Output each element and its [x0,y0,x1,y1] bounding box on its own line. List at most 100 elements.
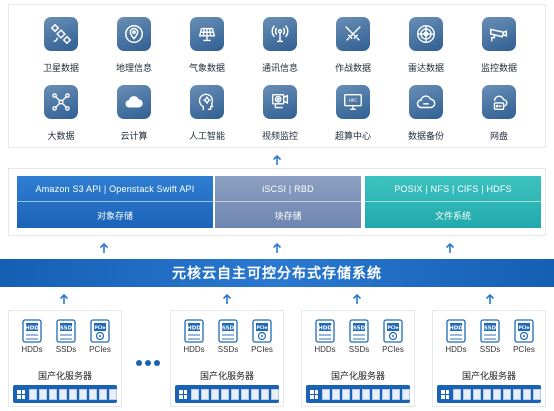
object-storage-protocols: Amazon S3 API | Openstack Swift API [17,176,213,202]
hdd-code: HDD [25,326,39,332]
radar-icon [409,17,443,51]
more-servers-ellipsis [136,360,162,368]
ssd-device: SSD SSDs [344,319,374,354]
ssd-code: SSD [60,326,73,332]
svg-text:HPC: HPC [349,98,358,103]
pcie-code: PCIe [94,325,105,331]
windows-logo-icon [310,389,318,399]
block-storage-protocols: iSCSI | RBD [215,176,361,202]
object-storage-box: Amazon S3 API | Openstack Swift API 对象存储 [17,176,213,228]
hdd-code: HDD [187,326,201,332]
app-net-disk: 网盘 [469,77,529,141]
app-label: 卫星数据 [42,63,79,73]
app-label: 网盘 [489,131,508,141]
arrow-up-icon [58,293,70,305]
app-label: 通讯信息 [261,63,298,73]
hdd-code: HDD [449,326,463,332]
ssd-code: SSD [484,326,497,332]
pcie-device: PCIe PCIes [247,319,277,354]
block-storage-name: 块存储 [274,210,302,221]
system-banner: 元核云自主可控分布式存储系统 [0,259,554,287]
hdd-icon: HDD [183,319,205,343]
app-video-surveillance: 视频监控 [250,77,310,141]
server-rack-icon [306,385,410,403]
hdd-device: HDD HDDs [17,319,47,354]
pcie-card-icon: PCIe [513,319,535,343]
cctv-camera-icon [482,17,516,51]
cloud-icon [117,85,151,119]
device-label: HDDs [21,345,43,354]
server-rack-icon [13,385,117,403]
arrow-up-icon [271,242,283,254]
video-camera-icon [263,85,297,119]
ssd-icon: SSD [348,319,370,343]
ssd-icon: SSD [55,319,77,343]
app-combat-data: 作战数据 [323,9,383,73]
file-system-protocols: POSIX | NFS | CIFS | HDFS [365,176,541,202]
device-label: SSDs [217,345,239,354]
server-label: 国产化服务器 [199,371,254,381]
hdd-icon: HDD [445,319,467,343]
device-label: HDDs [445,345,467,354]
app-supercomputing: HPC 超算中心 [323,77,383,141]
server-node: HDD HDDs SSD SSDs PCIe PCIes 国产化服务器 [301,310,415,407]
app-label: 视频监控 [261,131,298,141]
pcie-code: PCIe [387,325,398,331]
windows-logo-icon [17,389,25,399]
hdd-device: HDD HDDs [310,319,340,354]
ai-head-icon [190,85,224,119]
app-label: 数据备份 [407,131,444,141]
hdd-code: HDD [318,326,332,332]
device-label: HDDs [183,345,205,354]
map-pin-icon [117,17,151,51]
server-rack-icon [175,385,279,403]
app-satellite-data: 卫星数据 [31,9,91,73]
crossed-swords-icon [336,17,370,51]
supercomputer-icon: HPC [336,85,370,119]
pcie-device: PCIe PCIes [85,319,115,354]
app-monitor-data: 监控数据 [469,9,529,73]
cloud-drive-icon [482,85,516,119]
arrow-up-icon [98,242,110,254]
block-storage-box: iSCSI | RBD 块存储 [215,176,361,228]
arrow-up-icon [351,293,363,305]
app-label: 作战数据 [334,63,371,73]
device-label: HDDs [314,345,336,354]
app-data-backup: 数据备份 [396,77,456,141]
pcie-device: PCIe PCIes [378,319,408,354]
server-node: HDD HDDs SSD SSDs PCIe PCIes 国产化服务器 [170,310,284,407]
pcie-code: PCIe [256,325,267,331]
antenna-icon [263,17,297,51]
server-label: 国产化服务器 [461,371,516,381]
device-label: SSDs [55,345,77,354]
file-system-box: POSIX | NFS | CIFS | HDFS 文件系统 [365,176,541,228]
storage-services-panel: Amazon S3 API | Openstack Swift API 对象存储… [8,168,546,236]
server-label: 国产化服务器 [330,371,385,381]
hdd-device: HDD HDDs [179,319,209,354]
app-label: 超算中心 [334,131,371,141]
device-label: PCIes [89,345,111,354]
object-storage-name: 对象存储 [96,210,133,221]
device-label: PCIes [382,345,404,354]
cloud-backup-icon [409,85,443,119]
pcie-card-icon: PCIe [251,319,273,343]
arrow-up-icon [444,242,456,254]
pcie-card-icon: PCIe [382,319,404,343]
ssd-device: SSD SSDs [213,319,243,354]
server-rack-icon [437,385,541,403]
app-label: 大数据 [47,131,75,141]
windows-logo-icon [179,389,187,399]
hdd-icon: HDD [314,319,336,343]
server-node: HDD HDDs SSD SSDs PCIe PCIes 国产化服务器 [432,310,546,407]
app-ai: 人工智能 [177,77,237,141]
arrow-up-icon [271,154,283,166]
app-label: 人工智能 [188,131,225,141]
app-label: 云计算 [120,131,148,141]
ssd-icon: SSD [479,319,501,343]
server-node: HDD HDDs SSD SSDs PCIe PCIes 国产化服务器 [8,310,122,407]
arrow-up-icon [484,293,496,305]
app-big-data: 大数据 [31,77,91,141]
app-weather-data: 气象数据 [177,9,237,73]
app-label: 气象数据 [188,63,225,73]
ssd-code: SSD [353,326,366,332]
